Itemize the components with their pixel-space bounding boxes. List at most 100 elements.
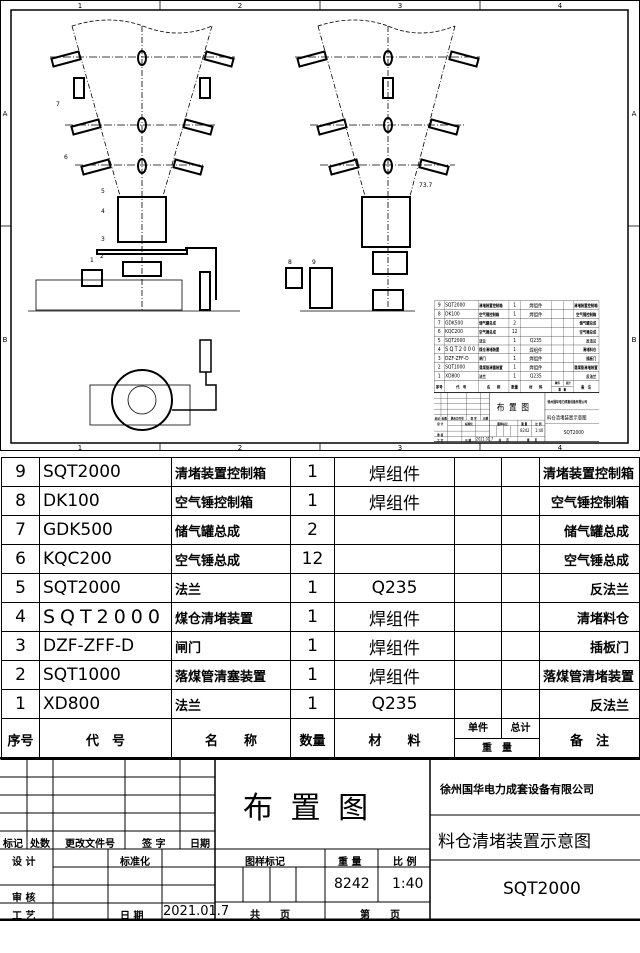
- material: 焊组件: [520, 309, 552, 319]
- remark: 插板门: [573, 353, 600, 363]
- material: [334, 544, 455, 574]
- unit-weight: [454, 602, 502, 632]
- date-value: 2021.01.7: [476, 436, 494, 442]
- item-number: 2: [1, 660, 40, 690]
- item-number: 1: [1, 689, 40, 719]
- quantity: 1: [290, 660, 335, 690]
- total-weight: [501, 602, 540, 632]
- part-code: SQT2000: [444, 300, 479, 310]
- label-date-2: 日 期: [120, 911, 144, 922]
- part-code: XD800: [444, 371, 479, 381]
- label-date: 日期: [190, 839, 210, 850]
- remark: 清堵装置控制箱: [573, 300, 600, 310]
- scale-value: 1:40: [535, 428, 544, 434]
- header-no: 序号: [1, 718, 40, 760]
- item-number: 9: [1, 457, 40, 487]
- part-name: 空气锤控制箱: [171, 486, 291, 516]
- engineering-drawing: 1 2 3 4 1 2 3 4 A B A B: [0, 0, 640, 452]
- grid-col-1: 1: [78, 2, 82, 10]
- part-name: 清堵装置控制箱: [171, 457, 291, 487]
- part-code: DZF-ZFF-D: [444, 353, 479, 363]
- total-weight: [563, 362, 574, 372]
- side-view: [285, 19, 480, 312]
- item-number: 2: [434, 362, 445, 372]
- total-weight: [563, 335, 574, 346]
- part-name: 空气锤总成: [171, 544, 291, 574]
- remark: 反法兰: [573, 335, 600, 346]
- header-name: 名 称: [478, 380, 510, 394]
- unit-weight: [551, 371, 564, 381]
- item-number: 3: [1, 631, 40, 661]
- grid-row-a: A: [3, 110, 8, 118]
- unit-weight: [454, 544, 502, 574]
- label-count: 处数: [30, 839, 50, 850]
- label-design: 设 计: [437, 422, 444, 426]
- item-number: 8: [434, 309, 445, 319]
- remark: 空气锤总成: [573, 327, 600, 337]
- remark: 插板门: [539, 631, 640, 661]
- header-unit-weight: 单件: [456, 719, 502, 738]
- part-code: DZF-ZFF-D: [39, 631, 172, 661]
- label-sample-mark: 图样标记: [245, 857, 285, 868]
- header-code: 代 号: [444, 380, 479, 394]
- unit-weight: [551, 362, 564, 372]
- angle-dimension: 73.7: [419, 182, 433, 189]
- part-name: 闸门: [171, 631, 291, 661]
- part-name: 落煤管清塞装置: [171, 660, 291, 690]
- quantity: 1: [290, 631, 335, 661]
- callout-6: 6: [64, 154, 68, 161]
- label-standardize: 标准化: [464, 422, 473, 426]
- total-weight: [501, 515, 540, 545]
- header-weight: 单件总计 重 量: [551, 380, 574, 394]
- material: [520, 318, 552, 328]
- header-qty: 数量: [508, 380, 521, 394]
- header-material: 材 料: [520, 380, 552, 394]
- drawing-title: 料仓清堵装置示意图: [547, 414, 587, 422]
- title-block-grid: [434, 392, 600, 443]
- unit-weight: [551, 335, 564, 346]
- unit-weight: [551, 327, 564, 337]
- total-weight: [563, 344, 574, 354]
- remark: 反法兰: [573, 371, 600, 381]
- part-name: 空气锤总成: [478, 327, 510, 337]
- unit-weight: [454, 515, 502, 545]
- material: Q235: [520, 335, 552, 346]
- parts-list-header: 序号 代 号 名 称 数量 材 料 单件总计 重 量 备 注: [1, 718, 640, 760]
- item-number: 5: [434, 335, 445, 346]
- material: Q235: [334, 689, 455, 719]
- item-number: 4: [1, 602, 40, 632]
- quantity: 1: [508, 309, 521, 319]
- front-view: [28, 19, 240, 431]
- grid-col-1-bottom: 1: [78, 444, 82, 452]
- drawing-number: SQT2000: [563, 429, 584, 436]
- material: 焊组件: [520, 353, 552, 363]
- grid-row-b: B: [3, 336, 8, 344]
- item-number: 6: [1, 544, 40, 574]
- label-page: 第 页: [526, 438, 538, 443]
- quantity: 1: [508, 353, 521, 363]
- header-remark: 备 注: [539, 718, 640, 760]
- item-number: 7: [434, 318, 445, 328]
- unit-weight: [551, 300, 564, 310]
- quantity: 1: [508, 362, 521, 372]
- label-weight: 重 量: [338, 857, 362, 868]
- callout-2: 2: [100, 253, 104, 260]
- grid-col-4-bottom: 4: [558, 444, 563, 452]
- label-mark: 标记: [3, 839, 23, 850]
- part-code: DK100: [444, 309, 479, 319]
- unit-weight: [454, 689, 502, 719]
- material: [334, 515, 455, 545]
- header-code: 代 号: [39, 718, 172, 760]
- grid-row-a-right: A: [632, 110, 637, 118]
- item-number: 8: [1, 486, 40, 516]
- drawing-number: SQT2000: [503, 879, 581, 899]
- quantity: 1: [290, 486, 335, 516]
